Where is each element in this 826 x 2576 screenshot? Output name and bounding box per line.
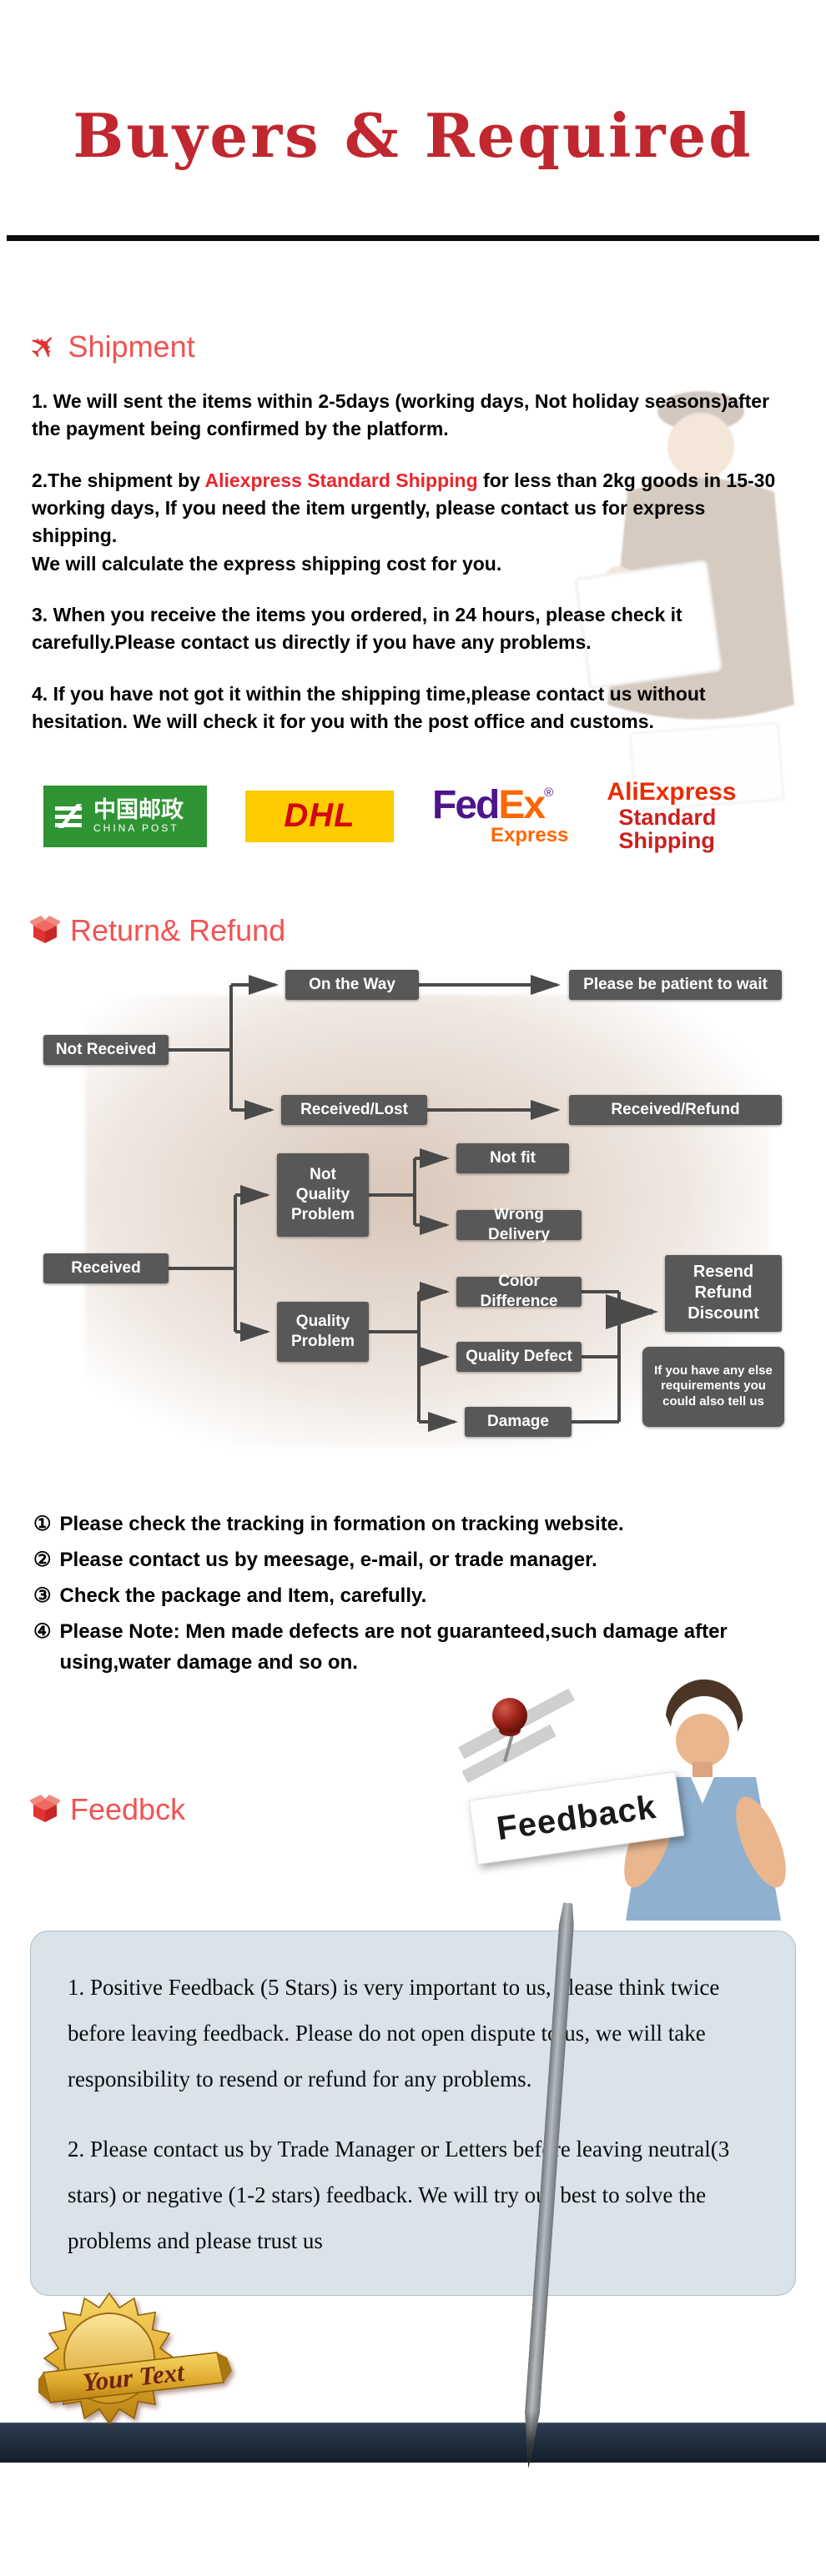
dhl-logo: DHL xyxy=(245,790,394,842)
footer-bar xyxy=(0,2422,826,2463)
shipment-section: ✈ Shipment 1. We will sent the items wit… xyxy=(0,324,826,853)
return-refund-section: Return& Refund xyxy=(0,913,826,1679)
flow-box-received-refund: Received/Refund xyxy=(569,1094,782,1125)
china-post-en-label: CHINA POST xyxy=(93,822,179,835)
fedex-ex-text: Ex xyxy=(498,783,546,828)
pushpin-icon xyxy=(492,1697,527,1762)
note-text-4: Please Note: Men made defects are not gu… xyxy=(59,1620,728,1675)
refund-flowchart: On the Way Please be patient to wait Not… xyxy=(35,962,794,1472)
note-text-3: Check the package and Item, carefully. xyxy=(59,1584,427,1607)
china-post-logo: 中国邮政 CHINA POST xyxy=(43,785,207,847)
flow-note-bubble: If you have any else requirements you co… xyxy=(642,1346,784,1427)
flowchart-lines xyxy=(169,974,658,1432)
note-bullet-1: ① xyxy=(33,1512,52,1535)
flow-box-quality-defect: Quality Defect xyxy=(456,1341,582,1372)
flow-box-on-the-way: On the Way xyxy=(285,969,419,1000)
delivery-person-image xyxy=(574,391,794,811)
flow-box-resend-refund-discount: Resend Refund Discount xyxy=(665,1254,782,1332)
carrier-logo-row: 中国邮政 CHINA POST DHL FedEx® Express AliEx… xyxy=(43,779,801,853)
flow-box-received: Received xyxy=(43,1253,169,1283)
p2-pre: 2.The shipment by xyxy=(32,469,205,491)
shipment-header: ✈ Shipment xyxy=(21,324,826,370)
feedback-header: Feedbck xyxy=(30,1727,826,1827)
note-text-2: Please contact us by meesage, e-mail, or… xyxy=(59,1548,597,1571)
feedback-note-box: 1. Positive Feedback (5 Stars) is very i… xyxy=(30,1930,796,2296)
parcel-box-icon xyxy=(30,1794,60,1822)
flow-box-color-difference: Color Difference xyxy=(456,1273,582,1310)
note-item-1: ① Please check the tracking in formation… xyxy=(33,1509,793,1539)
flow-box-not-fit: Not fit xyxy=(456,1142,569,1173)
page-title: Buyers & Required xyxy=(73,100,753,171)
china-post-emblem-icon xyxy=(55,803,82,828)
fedex-registered-mark: ® xyxy=(544,786,554,801)
note-bullet-2: ② xyxy=(33,1548,52,1571)
note-bullet-4: ④ xyxy=(33,1620,52,1644)
shipment-heading: Shipment xyxy=(68,329,195,364)
title-divider xyxy=(7,235,819,241)
fedex-logo: FedEx® Express xyxy=(432,786,569,847)
refund-notes-list: ① Please check the tracking in formation… xyxy=(33,1509,793,1679)
refund-heading: Return& Refund xyxy=(70,912,286,947)
flow-box-not-quality-problem: Not Quality Problem xyxy=(277,1152,369,1237)
note-item-2: ② Please contact us by meesage, e-mail, … xyxy=(33,1544,793,1575)
feedback-paragraph-2: 2. Please contact us by Trade Manager or… xyxy=(68,2136,730,2254)
shipment-paragraph-3: 3. When you receive the items you ordere… xyxy=(32,604,682,654)
flow-box-damage: Damage xyxy=(465,1406,572,1437)
aliexpress-standard-label: Standard xyxy=(618,804,717,830)
note-item-4: ④ Please Note: Men made defects are not … xyxy=(33,1616,793,1678)
flow-box-not-received: Not Received xyxy=(43,1034,169,1065)
feedback-header-row: Feedbck Feedback xyxy=(0,1679,826,1924)
shipment-paragraph-1: 1. We will sent the items within 2-5days… xyxy=(32,390,770,440)
your-text-seal: Your Text xyxy=(38,2292,232,2424)
feedback-paragraph-1: 1. Positive Feedback (5 Stars) is very i… xyxy=(68,1974,720,2092)
fedex-fed-text: Fed xyxy=(432,783,500,828)
feedback-heading: Feedbck xyxy=(70,1791,186,1826)
refund-header: Return& Refund xyxy=(30,913,826,948)
parcel-box-icon xyxy=(30,915,60,943)
feedback-section: Feedbck Feedback xyxy=(0,1679,826,2423)
china-post-cn-label: 中国邮政 xyxy=(93,796,184,822)
shipment-paragraph-4: 4. If you have not got it within the shi… xyxy=(32,682,706,733)
flow-box-received-lost: Received/Lost xyxy=(281,1094,427,1125)
note-bullet-3: ③ xyxy=(33,1584,52,1607)
note-text-1: Please check the tracking in formation o… xyxy=(59,1512,624,1535)
flow-box-quality-problem: Quality Problem xyxy=(277,1301,369,1362)
p2-post: for less than 2kg goods in 15-30 working… xyxy=(32,469,776,547)
fedex-express-label: Express xyxy=(491,824,569,847)
flow-box-be-patient: Please be patient to wait xyxy=(569,969,782,1000)
aliexpress-shipping-highlight: Aliexpress Standard Shipping xyxy=(204,469,478,491)
flow-box-wrong-delivery: Wrong Delivery xyxy=(456,1206,582,1243)
aliexpress-wordmark: AliExpress xyxy=(607,778,737,806)
airplane-icon: ✈ xyxy=(21,324,68,370)
aliexpress-shipping-label: Shipping xyxy=(618,828,715,854)
dhl-wordmark: DHL xyxy=(284,797,355,835)
feedback-person-image: Feedback xyxy=(451,1679,814,1922)
aliexpress-logo: AliExpress Standard Shipping xyxy=(607,779,736,852)
shipment-paragraph-2: 2.The shipment by Aliexpress Standard Sh… xyxy=(32,467,791,578)
p2-line2: We will calculate the express shipping c… xyxy=(32,552,502,575)
note-item-3: ③ Check the package and Item, carefully. xyxy=(33,1580,793,1611)
